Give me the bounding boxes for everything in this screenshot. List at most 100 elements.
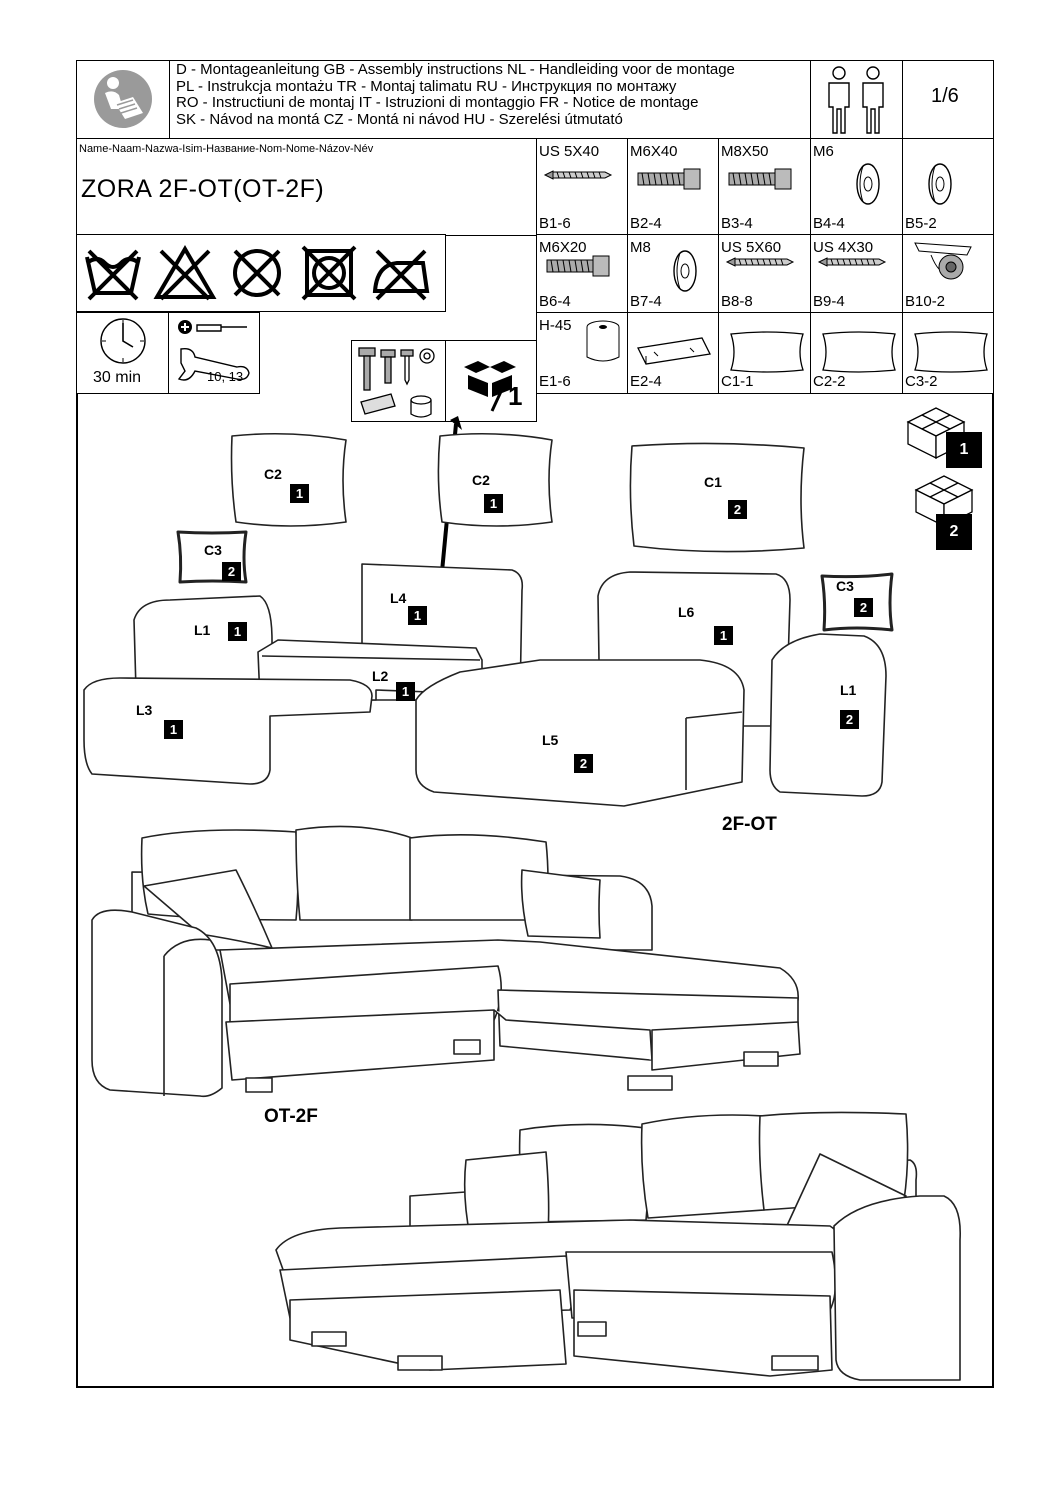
- package-1-badge: 1: [946, 432, 982, 468]
- no-wash-icon: [85, 249, 141, 301]
- hardware-code: E2-4: [630, 373, 662, 390]
- hardware-code: C1-1: [721, 373, 754, 390]
- manual-icon-cell: [76, 60, 171, 140]
- hardware-code: B6-4: [539, 293, 571, 310]
- wrench-icon: [177, 347, 250, 381]
- tools-cell: 10, 13: [168, 312, 260, 394]
- name-label: Name-Naam-Nazwa-Isim-Название-Nom-Nome-N…: [79, 143, 374, 155]
- hardware-spec: US 4X30: [813, 239, 874, 256]
- screwdriver-icon: [178, 320, 247, 334]
- hardware-cell-b10-2: B10-2: [902, 234, 994, 314]
- hardware-spec: M6: [813, 143, 834, 160]
- time-cell: 30 min: [76, 312, 170, 394]
- hardware-spec: M8: [630, 239, 651, 256]
- package-badge: 1: [484, 494, 503, 513]
- package-badge: 1: [290, 484, 309, 503]
- package-badge: 2: [840, 710, 859, 729]
- hardware-spec: H-45: [539, 317, 572, 334]
- hardware-spec: US 5X60: [721, 239, 782, 256]
- package-badge: 1: [164, 720, 183, 739]
- hardware-spec: M8X50: [721, 143, 769, 160]
- product-name-cell: Name-Naam-Nazwa-Isim-Название-Nom-Nome-N…: [76, 138, 538, 236]
- hardware-cell-c2-2: C2-2: [810, 312, 904, 394]
- read-manual-icon: [94, 70, 152, 128]
- assembly-time: 30 min: [93, 369, 142, 386]
- fittings-icon: [358, 347, 435, 418]
- hardware-code: B10-2: [905, 293, 946, 310]
- hardware-code: B7-4: [630, 293, 662, 310]
- no-iron-icon: [372, 249, 430, 301]
- language-line: D - Montageanleitung GB - Assembly instr…: [176, 61, 735, 78]
- package-badge: 2: [728, 500, 747, 519]
- hardware-cell-b5-2: B5-2: [902, 138, 994, 236]
- part-label: L2: [372, 668, 389, 684]
- package-2-badge: 2: [936, 514, 972, 550]
- language-list: D - Montageanleitung GB - Assembly instr…: [176, 61, 735, 128]
- two-person-icon: [828, 66, 884, 134]
- parts-package-box: 1: [445, 340, 537, 422]
- hardware-code: C3-2: [905, 373, 938, 390]
- product-name: ZORA 2F-OT(OT-2F): [81, 175, 325, 203]
- clock-icon: [100, 318, 146, 364]
- part-label: L3: [136, 702, 153, 718]
- page-number-cell: 1/6: [902, 60, 994, 140]
- package-badge: 1: [396, 682, 415, 701]
- hardware-spec: M6X20: [539, 239, 587, 256]
- language-line: RO - Instructiuni de montaj IT - Istruzi…: [176, 94, 699, 111]
- package-badge: 1: [228, 622, 247, 641]
- hardware-code: B5-2: [905, 215, 937, 232]
- care-symbols: [85, 245, 430, 301]
- part-label: C3: [836, 578, 854, 594]
- hardware-code: B9-4: [813, 293, 845, 310]
- hardware-code: B1-6: [539, 215, 571, 232]
- hardware-spec: M6X40: [630, 143, 678, 160]
- config-label-2f-ot: 2F-OT: [722, 814, 777, 835]
- part-label: C1: [704, 474, 722, 490]
- package-badge: 2: [222, 562, 241, 581]
- hardware-code: E1-6: [539, 373, 571, 390]
- wrench-sizes: 10, 13: [207, 369, 244, 384]
- part-label: C2: [472, 472, 490, 488]
- package-badge: 2: [854, 598, 873, 617]
- page-number: 1/6: [931, 85, 959, 107]
- hardware-code: B4-4: [813, 215, 845, 232]
- open-box-icon: [464, 361, 516, 397]
- package-badge: 1: [408, 606, 427, 625]
- hardware-code: B3-4: [721, 215, 753, 232]
- no-dry-clean-icon: [233, 249, 281, 297]
- part-label: L1: [194, 622, 211, 638]
- package-number: 1: [508, 381, 523, 411]
- part-label: L1: [840, 682, 857, 698]
- hardware-cell-c1-1: C1-1: [718, 312, 812, 394]
- part-label: L5: [542, 732, 559, 748]
- language-line: PL - Instrukcja montażu TR - Montaj tali…: [176, 77, 677, 95]
- two-person-cell: [810, 60, 904, 140]
- hardware-code: C2-2: [813, 373, 846, 390]
- part-label: L6: [678, 604, 695, 620]
- slash-mark: [490, 384, 506, 412]
- part-label: L4: [390, 590, 407, 606]
- package-badge: 1: [714, 626, 733, 645]
- hardware-cell-c3-2: C3-2: [902, 312, 994, 394]
- hardware-spec: US 5X40: [539, 143, 600, 160]
- no-tumble-dry-icon: [301, 245, 357, 301]
- fittings-box: [351, 340, 447, 422]
- hardware-code: B2-4: [630, 215, 662, 232]
- part-label: C2: [264, 466, 282, 482]
- package-badge: 2: [574, 754, 593, 773]
- config-label-ot-2f: OT-2F: [264, 1106, 318, 1127]
- hardware-cell-e2-4: E2-4: [627, 312, 720, 394]
- part-label: C3: [204, 542, 222, 558]
- no-bleach-icon: [153, 245, 217, 301]
- care-symbols-cell: [76, 234, 446, 312]
- hardware-code: B8-8: [721, 293, 753, 310]
